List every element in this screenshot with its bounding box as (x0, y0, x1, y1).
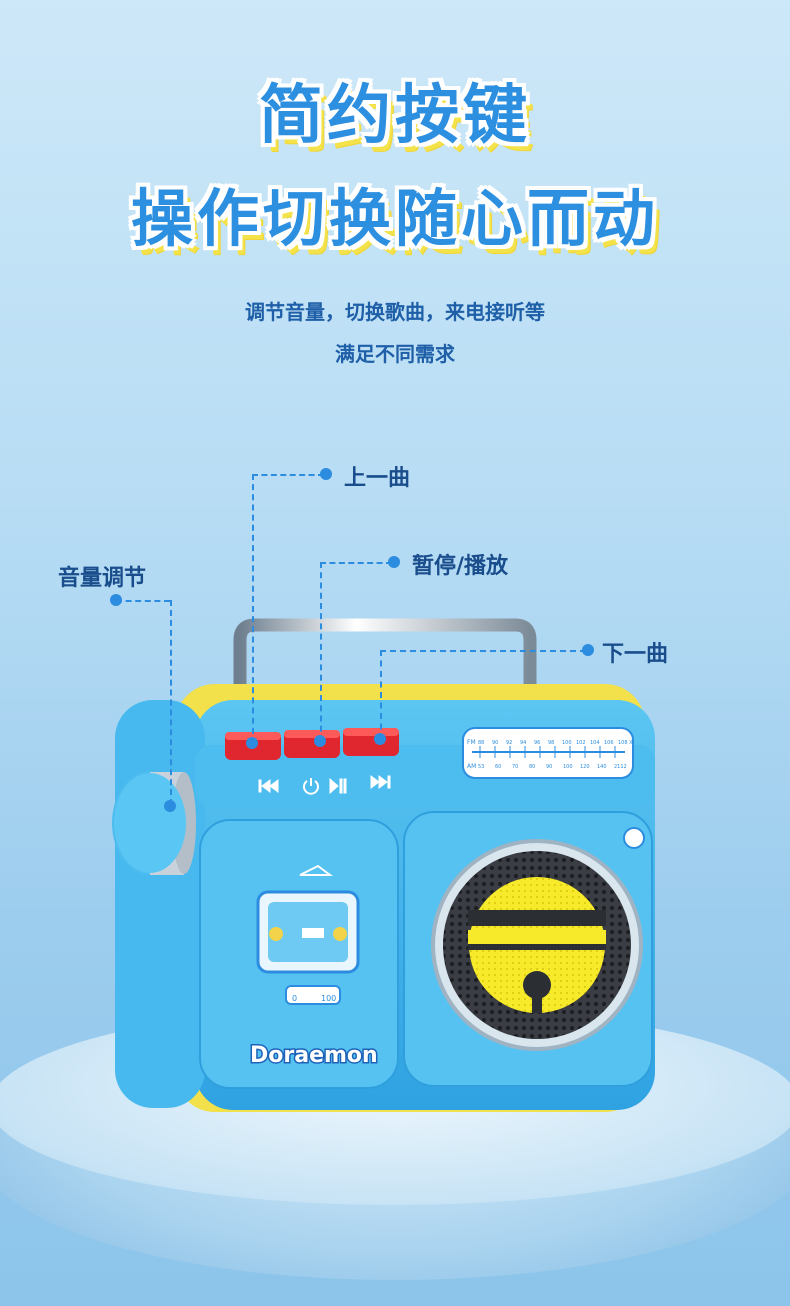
fm-scale-tick-label: 92 (506, 740, 512, 746)
button-icons (258, 775, 391, 795)
fm-scale-tick-label: 106 (604, 740, 614, 746)
callout-line-volume-v (170, 600, 172, 805)
am-scale-tick-label: 2112 (614, 764, 627, 770)
callout-dot-play (388, 556, 400, 568)
label-play-pause: 暂停/播放 (412, 554, 509, 579)
button-dot-play (314, 735, 326, 747)
button-dot-prev (246, 737, 258, 749)
label-volume: 音量调节 (58, 566, 147, 591)
fm-scale-tick-label: 90 (492, 740, 498, 746)
bell-emblem (468, 877, 606, 1013)
headline-line1: 简约按键 (259, 79, 531, 153)
fm-scale-tick-label: 96 (534, 740, 540, 746)
am-scale-tick-label: 60 (495, 764, 501, 770)
description-line1: 调节音量，切换歌曲，来电接听等 (245, 300, 545, 324)
am-scale-tick-label: 90 (546, 764, 552, 770)
callout-line-prev-h (252, 474, 324, 476)
tuner-scale: FM AM 88 90 92 94 96 98 100 102 104 106 108 X 53 60 7… (467, 739, 633, 770)
knob-dot-volume (164, 800, 176, 812)
callout-line-next-h (380, 650, 586, 652)
callout-line-play-v (320, 562, 322, 742)
am-scale-tick-label: 120 (580, 764, 590, 770)
fm-scale-tick-label: 100 (562, 740, 572, 746)
callout-dot-next (582, 644, 594, 656)
description-line2: 满足不同需求 (335, 342, 455, 366)
volume-scale (285, 985, 341, 1005)
label-previous: 上一曲 (344, 466, 411, 491)
fm-scale-tick-label: 94 (520, 740, 526, 746)
fm-scale-tick-label: 108 X (618, 740, 633, 746)
volume-max-label: 100 (321, 994, 336, 1003)
skip-icon (329, 777, 347, 795)
callout-line-volume-h (116, 600, 170, 602)
fm-scale-tick-label: 102 (576, 740, 586, 746)
fm-scale-tick-label: 104 (590, 740, 600, 746)
am-scale-tick-label: 140 (597, 764, 607, 770)
am-scale-tick-label: 80 (529, 764, 535, 770)
callout-line-next-v (380, 650, 382, 740)
brand-logo: Doraemon (250, 1043, 378, 1068)
previous-track-icon (258, 779, 279, 793)
volume-min-label: 0 (292, 994, 297, 1003)
side-panel (115, 700, 205, 1108)
power-play-icon (303, 778, 319, 795)
fm-scale-tick-label: 98 (548, 740, 554, 746)
button-dot-next (374, 733, 386, 745)
am-scale-tick-label: 53 (478, 764, 484, 770)
next-track-icon (370, 775, 391, 789)
am-scale-tick-label: 100 (563, 764, 573, 770)
volume-knob (112, 771, 196, 875)
fm-band-label: FM (467, 739, 476, 746)
callout-dot-volume (110, 594, 122, 606)
am-band-label: AM (467, 763, 476, 770)
am-scale-tick-label: 70 (512, 764, 518, 770)
callout-dot-prev (320, 468, 332, 480)
callout-line-prev-v (252, 474, 254, 744)
fm-scale-tick-label: 88 (478, 740, 484, 746)
callout-line-play-h (320, 562, 392, 564)
handle (233, 618, 537, 707)
label-next: 下一曲 (602, 642, 669, 667)
headline-line2: 操作切换随心而动 (130, 182, 659, 255)
